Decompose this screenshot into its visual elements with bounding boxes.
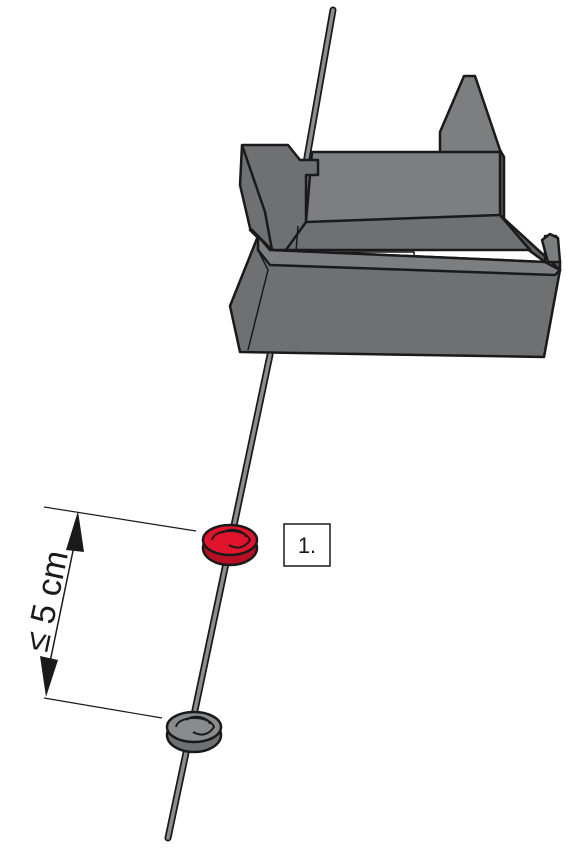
housing-front-edge: [247, 249, 269, 351]
extension-line-top: [43, 506, 197, 532]
housing-left-wall: [238, 143, 320, 252]
dimension-extension-lines: [43, 506, 197, 719]
housing-left-edge: [240, 144, 274, 251]
extension-line-bottom: [43, 697, 163, 719]
housing-right-tab: [540, 232, 562, 264]
dimension-label: ≤ 5 cm: [18, 547, 76, 654]
callout-box: 1.: [283, 523, 331, 567]
dimension-arrow: [40, 511, 84, 697]
housing-inner-wall: [304, 150, 502, 224]
marker-ring-red: [201, 523, 259, 567]
marker-ring-grey: [165, 710, 223, 754]
callout-label: 1.: [298, 533, 316, 558]
arrow-head-top: [66, 511, 84, 552]
clip-housing: [228, 74, 562, 359]
wire-lower: [164, 351, 274, 842]
housing-slot-line: [295, 225, 415, 258]
arrow-head-bottom: [40, 656, 58, 697]
